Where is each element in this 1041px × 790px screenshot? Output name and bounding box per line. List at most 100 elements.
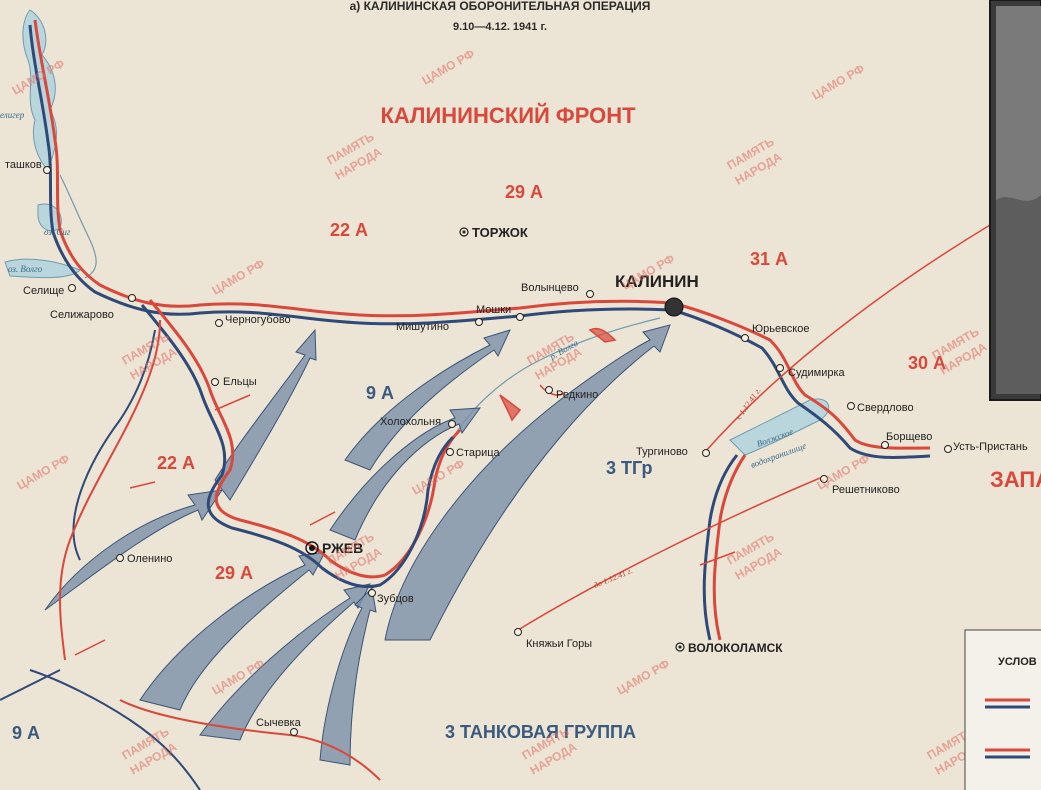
place-eltsy: Ельцы (223, 376, 257, 388)
photo-shade (996, 195, 1041, 394)
city-volokolamsk: ВОЛОКОЛАМСК (688, 641, 783, 655)
counter-arrow (699, 551, 736, 566)
water-volgo: оз. Волго (8, 264, 43, 274)
lake-volgo (4, 258, 81, 279)
place-knyazhi-gory: Княжьи Горы (526, 638, 592, 650)
place-mishutino: Мишутино (396, 321, 449, 333)
attack-arrow (329, 407, 482, 541)
place-marker (741, 334, 749, 342)
place-marker (68, 284, 76, 292)
map-dates: 9.10—4.12. 1941 г. (453, 21, 547, 33)
place-staritsa: Старица (456, 447, 501, 459)
german-9a-center: 9 А (366, 383, 394, 403)
place-marker (43, 166, 51, 174)
city-torzhok: ТОРЖОК (472, 225, 528, 240)
counter-arrow (309, 511, 336, 526)
counter-arrow (74, 639, 106, 656)
counter-arrow (539, 384, 566, 396)
place-kholokholnya: Холохольня (380, 416, 441, 428)
place-marker (516, 313, 524, 321)
place-selizharovo: Селижарово (50, 309, 114, 321)
soviet-front-line-south (148, 299, 462, 579)
soviet-front-line-east (712, 454, 747, 641)
place-marker (475, 318, 483, 326)
attack-arrow (199, 583, 371, 741)
front-west-label: ЗАПА (990, 467, 1041, 492)
german-attack-arrows (44, 324, 671, 766)
legend-title: УСЛОВ (998, 656, 1037, 668)
attack-arrow (344, 329, 511, 471)
place-marker (448, 420, 456, 428)
place-redkino: Редкино (556, 389, 598, 401)
attack-arrow (139, 551, 326, 711)
army-29a-top: 29 А (505, 182, 543, 202)
soviet-line-before-dec1 (517, 477, 821, 631)
counter-arrow (214, 394, 251, 411)
water-sig: оз. Сиг (44, 227, 71, 237)
german-front-line-south (140, 304, 455, 589)
photo-inset (989, 0, 1041, 401)
rzhev-marker (305, 541, 319, 555)
torzhok-dot (462, 230, 466, 234)
german-3tgr: 3 ТГр (606, 458, 653, 478)
german-tank-group: 3 ТАНКОВАЯ ГРУППА (445, 722, 636, 742)
place-marker (820, 475, 828, 483)
watermark-archive: ЦАМО РФ (615, 656, 672, 697)
place-marker (776, 364, 784, 372)
city-markers (305, 227, 685, 652)
german-front-line-east (702, 454, 739, 641)
watermarks: ЦАМО РФ ЦАМО РФ ЦАМО РФ ЦАМО РФ ЦАМО РФ … (10, 46, 990, 777)
volga-reservoir (729, 398, 830, 456)
front-kalinin-label: КАЛИНИНСКИЙ ФРОНТ (380, 103, 636, 128)
place-sychevka: Сычевка (256, 717, 302, 729)
watermark-archive: ЦАМО РФ (410, 456, 467, 497)
place-chernogubovo: Черногубово (225, 314, 291, 326)
soviet-line-west (59, 319, 381, 781)
watermark-archive: ЦАМО РФ (420, 46, 477, 87)
volokolamsk-marker (675, 642, 685, 652)
german-line-west (0, 329, 201, 790)
legend-frame (964, 629, 1041, 790)
place-zubtsov: Зубцов (377, 593, 414, 605)
watermark-archive: ЦАМО РФ (810, 61, 867, 102)
german-9a-bottom: 9 А (12, 723, 40, 743)
place-ostashkov: ташков (5, 159, 42, 171)
place-marker (881, 441, 889, 449)
kalinin-marker (664, 297, 684, 317)
counter-arrow (588, 328, 617, 343)
soviet-line-dec1 (704, 224, 991, 453)
place-marker (545, 386, 553, 394)
place-selishche: Селище (23, 285, 64, 297)
city-kalinin: КАЛИНИН (615, 272, 699, 291)
place-moshki: Мошки (476, 304, 511, 316)
place-marker (128, 294, 136, 302)
attack-arrow (384, 324, 671, 641)
watermark-archive: ЦАМО РФ (210, 256, 267, 297)
place-borshchevo: Борщево (886, 431, 932, 443)
place-reshetnikovo: Решетниково (832, 484, 900, 496)
attack-arrow (44, 489, 224, 611)
water-bodies (4, 9, 830, 456)
counter-arrow (129, 481, 156, 489)
army-22a-left: 22 А (157, 453, 195, 473)
place-marker (446, 448, 454, 456)
place-marker (702, 449, 710, 457)
attack-arrow (319, 586, 377, 766)
place-marker (944, 445, 952, 453)
legend-box: УСЛОВ (964, 629, 1041, 790)
place-volyntsevo: Волынцево (521, 282, 579, 294)
place-sverdlovo: Свердлово (857, 402, 914, 414)
army-30a: 30 А (908, 353, 946, 373)
counter-arrow (499, 394, 522, 422)
place-ust-pristan: Усть-Пристань (953, 441, 1028, 453)
place-sudimirka: Судимирка (788, 367, 846, 379)
water-seliger: елигер (0, 110, 25, 120)
place-yurievskoe: Юрьевское (752, 323, 809, 335)
place-olenino: Оленино (127, 553, 172, 565)
place-marker (514, 628, 522, 636)
place-marker (211, 378, 219, 386)
soviet-front-line (33, 19, 931, 450)
date-label-from: с 1.12.41 г. (734, 386, 762, 421)
soviet-counter-arrows (74, 328, 736, 656)
